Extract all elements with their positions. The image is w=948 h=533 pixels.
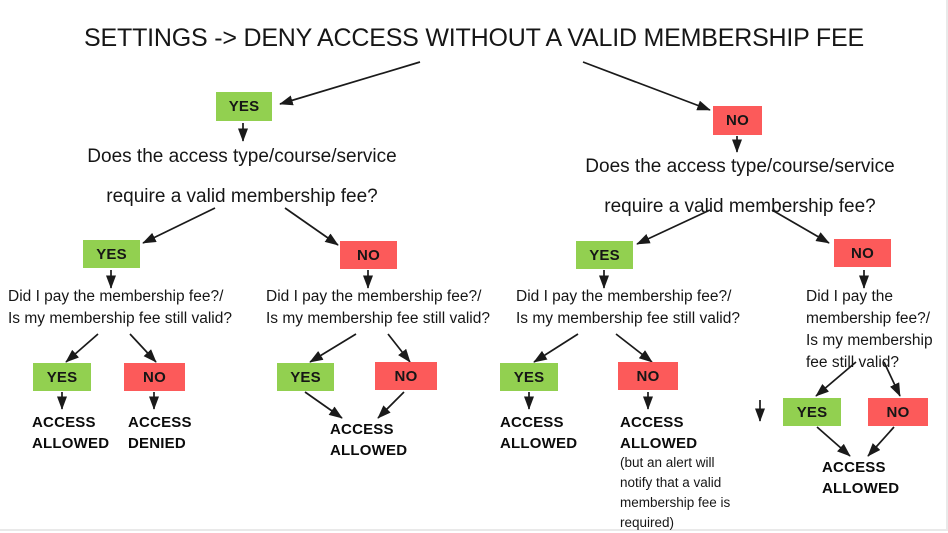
slide-right-border: [946, 0, 948, 531]
outcome-line1: ACCESS: [32, 414, 96, 431]
subquestion-3-line1: Did I pay the membership fee?/: [516, 288, 732, 305]
subquestion-3-line2: Is my membership fee still valid?: [516, 310, 740, 327]
node-label: NO: [726, 112, 749, 129]
node-l3-no[interactable]: NO: [618, 362, 678, 390]
node-l2-no[interactable]: NO: [375, 362, 437, 390]
outcome-line2: ALLOWED: [620, 435, 698, 452]
node-l1-no[interactable]: NO: [124, 363, 185, 391]
node-b1-yes[interactable]: YES: [83, 240, 140, 268]
node-b1-no[interactable]: NO: [340, 241, 397, 269]
outcome-line2: DENIED: [128, 435, 186, 452]
node-label: NO: [143, 368, 166, 386]
node-b2-no[interactable]: NO: [834, 239, 891, 267]
node-label: NO: [394, 367, 418, 385]
node-l4-no[interactable]: NO: [868, 398, 928, 426]
outcome-allowed-1: ACCESS ALLOWED: [32, 412, 109, 454]
node-b2-yes[interactable]: YES: [576, 241, 633, 269]
outcome-line1: ACCESS: [620, 414, 684, 431]
subquestion-4: Did I pay the membership fee?/ Is my mem…: [806, 288, 933, 371]
outcome-allowed-4: ACCESS ALLOWED: [620, 412, 697, 454]
outcome-allowed-3: ACCESS ALLOWED: [500, 412, 577, 454]
node-label: NO: [357, 246, 380, 264]
question-right-line2: require a valid membership fee?: [604, 196, 876, 217]
subquestion-1-line1: Did I pay the membership fee?/: [8, 288, 224, 305]
outcome-allowed-5: ACCESS ALLOWED: [822, 457, 899, 499]
outcome-line1: ACCESS: [500, 414, 564, 431]
outcome-line2: ALLOWED: [330, 442, 408, 459]
question-left: Does the access type/course/service requ…: [22, 137, 462, 217]
node-label: YES: [290, 368, 321, 386]
subquestion-2-line2: Is my membership fee still valid?: [266, 310, 490, 327]
subquestion-2-line1: Did I pay the membership fee?/: [266, 288, 482, 305]
node-label: YES: [228, 98, 260, 115]
node-label: YES: [796, 403, 828, 421]
outcome-line2: ALLOWED: [32, 435, 110, 452]
question-left-line1: Does the access type/course/service: [87, 146, 397, 167]
outcome-line1: ACCESS: [128, 414, 192, 431]
node-label: NO: [851, 244, 874, 262]
node-l4-yes[interactable]: YES: [783, 398, 841, 426]
subquestion-1: Did I pay the membership fee?/ Is my mem…: [8, 286, 232, 330]
outcome-line1: ACCESS: [822, 459, 886, 476]
outcome-allowed-2: ACCESS ALLOWED: [330, 419, 407, 461]
node-label: YES: [46, 368, 78, 386]
subquestion-2: Did I pay the membership fee?/ Is my mem…: [266, 286, 490, 330]
node-l2-yes[interactable]: YES: [277, 363, 334, 391]
question-left-line2: require a valid membership fee?: [106, 186, 378, 207]
node-label: YES: [96, 245, 127, 263]
outcome-line2: ALLOWED: [500, 435, 578, 452]
slide-bottom-border: [0, 529, 948, 531]
outcome-alert-note: (but an alert will notify that a valid m…: [620, 455, 731, 530]
node-l3-yes[interactable]: YES: [500, 363, 558, 391]
outcome-line2: ALLOWED: [822, 480, 900, 497]
node-label: YES: [589, 246, 620, 264]
node-root-no[interactable]: NO: [713, 106, 762, 135]
node-root-yes[interactable]: YES: [216, 92, 272, 121]
subquestion-1-line2: Is my membership fee still valid?: [8, 310, 232, 327]
question-right: Does the access type/course/service requ…: [520, 147, 948, 227]
node-l1-yes[interactable]: YES: [33, 363, 91, 391]
outcome-line1: ACCESS: [330, 421, 394, 438]
outcome-denied: ACCESS DENIED: [128, 412, 192, 454]
subquestion-3: Did I pay the membership fee?/ Is my mem…: [516, 286, 740, 330]
slide-title: SETTINGS -> DENY ACCESS WITHOUT A VALID …: [84, 24, 864, 52]
node-label: YES: [513, 368, 545, 386]
node-label: NO: [886, 403, 910, 421]
node-label: NO: [636, 367, 660, 385]
question-right-line1: Does the access type/course/service: [585, 156, 895, 177]
